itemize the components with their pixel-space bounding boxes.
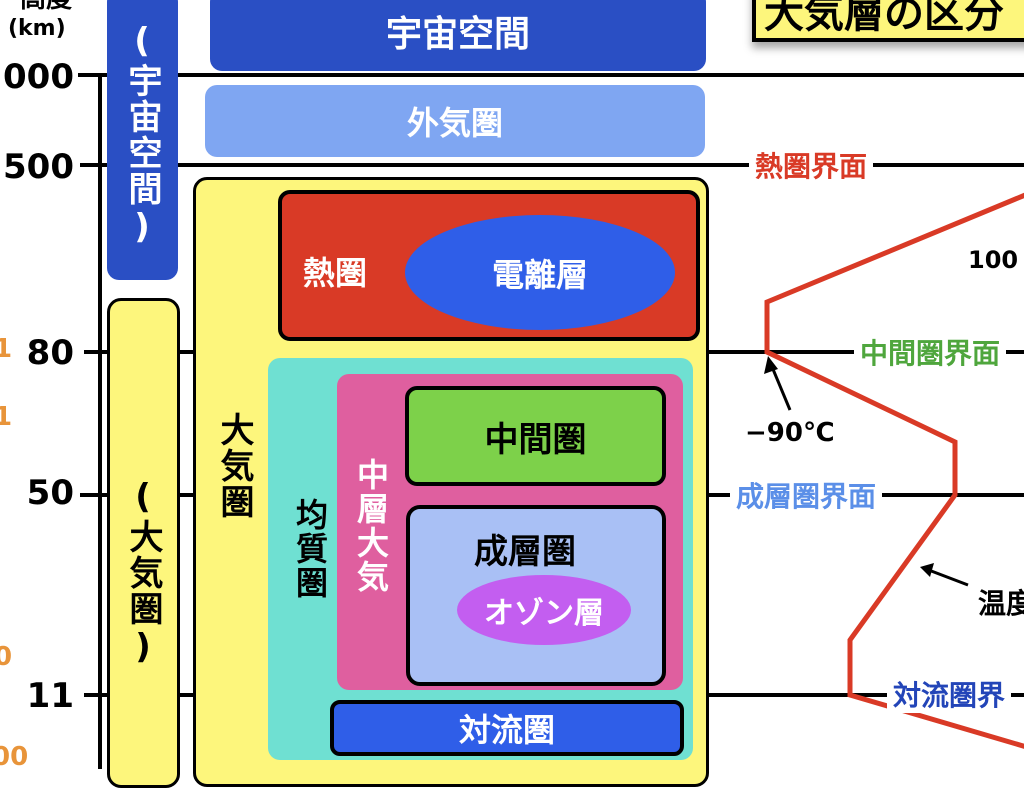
temperature-line xyxy=(764,192,1024,749)
tick-11: 11 xyxy=(26,676,74,716)
stratopause-label: 成層圏界面 xyxy=(730,480,883,514)
thermopause-label: 熱圏界面 xyxy=(749,150,874,184)
line-500km xyxy=(80,163,1024,167)
temperature-label: 温度 xyxy=(978,587,1024,620)
title: 大気層の区分 xyxy=(764,0,1004,37)
partial-number: 1 xyxy=(0,402,13,432)
ozone-label: オゾン層 xyxy=(484,596,604,631)
partial-number: 1 xyxy=(0,334,13,364)
mesosphere-label: 中間圏 xyxy=(484,419,587,460)
atmosphere-side-bar: (大気圏) xyxy=(107,298,180,788)
troposphere-label: 対流圏 xyxy=(458,711,555,749)
thermosphere-label: 熱圏 xyxy=(303,254,368,292)
tick-1000: 000 xyxy=(3,57,74,97)
temperature-curve xyxy=(764,192,1024,749)
axis-title-cut: 高度 xyxy=(20,0,72,15)
arrow-min-temp xyxy=(764,356,792,411)
space-label: 宇宙空間 xyxy=(385,13,530,55)
tick-500: 500 xyxy=(3,147,74,187)
arrow-temp-label xyxy=(920,563,969,587)
mesopause-label: 中間圏界面 xyxy=(854,337,1007,371)
partial-number: 00 xyxy=(0,742,29,772)
altitude-axis xyxy=(98,75,102,769)
title-box: 大気層の区分 xyxy=(752,0,1024,42)
line-1000km xyxy=(78,73,1024,77)
ozone-ellipse: オゾン層 xyxy=(457,575,631,645)
troposphere-box: 対流圏 xyxy=(330,700,684,756)
tropopause-label: 対流圏界 xyxy=(887,679,1012,713)
high-temp-label: 100 xyxy=(968,246,1019,274)
space-side-label: (宇宙空間) xyxy=(122,21,162,249)
mesosphere-box: 中間圏 xyxy=(405,386,666,486)
axis-unit: (km) xyxy=(8,16,66,41)
tick-80: 80 xyxy=(26,333,74,373)
space-side-bar: (宇宙空間) xyxy=(107,0,178,280)
partial-number: 0 xyxy=(0,642,13,672)
ionosphere-label: 電離層 xyxy=(491,255,588,294)
homosphere-label: 均質圏 xyxy=(291,498,329,600)
min-temp-label: −90℃ xyxy=(745,418,835,448)
stratosphere-label: 成層圏 xyxy=(474,532,576,572)
exosphere-label: 外気圏 xyxy=(406,104,503,142)
exosphere-box: 外気圏 xyxy=(205,85,705,157)
middle-atmosphere-label: 中層大気 xyxy=(352,458,390,594)
tick-50: 50 xyxy=(26,473,74,513)
space-box: 宇宙空間 xyxy=(210,0,706,71)
atmosphere-side-label: (大気圏) xyxy=(123,477,163,669)
ionosphere-ellipse: 電離層 xyxy=(405,215,675,330)
atmosphere-label: 大気圏 xyxy=(214,412,254,520)
